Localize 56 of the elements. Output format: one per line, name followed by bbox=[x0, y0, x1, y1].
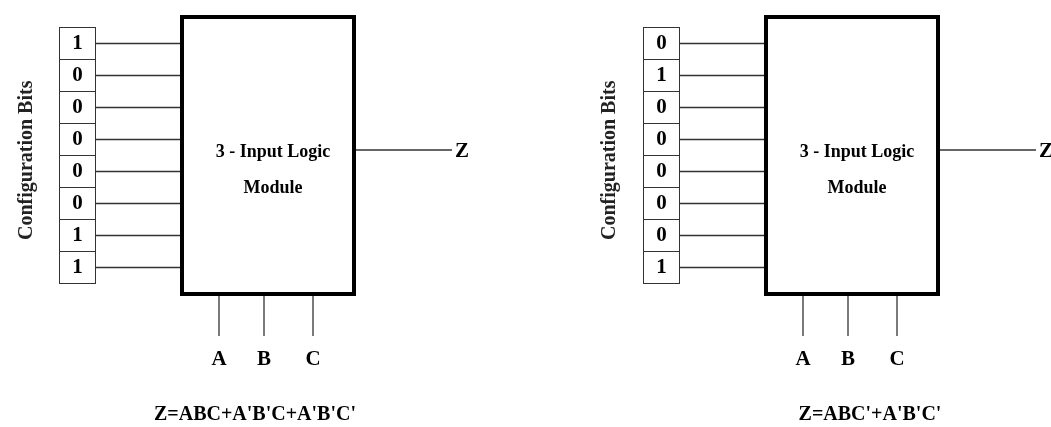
configuration-bit: 0 bbox=[643, 123, 680, 156]
connection-line bbox=[312, 295, 314, 337]
boolean-formula: Z=ABC+A'B'C+A'B'C' bbox=[153, 402, 357, 425]
connection-line bbox=[679, 42, 765, 45]
connection-line bbox=[263, 295, 265, 337]
configuration-bit: 1 bbox=[59, 27, 96, 60]
configuration-bit: 0 bbox=[59, 155, 96, 188]
configuration-bit: 1 bbox=[59, 251, 96, 284]
connection-line bbox=[939, 149, 1037, 151]
connection-line bbox=[679, 138, 765, 141]
logic-module-box bbox=[180, 15, 356, 296]
module-label: 3 - Input Logic Module bbox=[798, 140, 916, 199]
axis-title: Configuration Bits bbox=[14, 79, 37, 242]
signal-label: C bbox=[303, 346, 323, 370]
signal-label: A bbox=[209, 346, 229, 370]
signal-label: B bbox=[254, 346, 274, 370]
configuration-bit: 0 bbox=[59, 187, 96, 220]
connection-line bbox=[355, 149, 453, 151]
connection-line bbox=[679, 202, 765, 205]
signal-label: A bbox=[793, 346, 813, 370]
connection-line bbox=[896, 295, 898, 337]
configuration-bit: 1 bbox=[643, 251, 680, 284]
boolean-formula: Z=ABC'+A'B'C' bbox=[797, 402, 943, 425]
module-label: 3 - Input Logic Module bbox=[214, 140, 332, 199]
connection-line bbox=[679, 106, 765, 109]
configuration-bit: 0 bbox=[59, 123, 96, 156]
connection-line bbox=[95, 234, 181, 237]
connection-line bbox=[95, 266, 181, 269]
connection-line bbox=[95, 138, 181, 141]
signal-label: Z bbox=[452, 138, 472, 162]
signal-label: B bbox=[838, 346, 858, 370]
connection-line bbox=[95, 202, 181, 205]
configuration-bit: 0 bbox=[59, 91, 96, 124]
configuration-bit: 0 bbox=[643, 91, 680, 124]
connection-line bbox=[847, 295, 849, 337]
logic-module-box bbox=[764, 15, 940, 296]
configuration-bit: 0 bbox=[643, 155, 680, 188]
connection-line bbox=[679, 74, 765, 77]
configuration-bit: 1 bbox=[59, 219, 96, 252]
configuration-bit: 0 bbox=[643, 219, 680, 252]
connection-line bbox=[95, 106, 181, 109]
connection-line bbox=[95, 74, 181, 77]
signal-label: C bbox=[887, 346, 907, 370]
connection-line bbox=[679, 266, 765, 269]
configuration-bit: 0 bbox=[643, 187, 680, 220]
connection-line bbox=[95, 170, 181, 173]
connection-line bbox=[679, 170, 765, 173]
signal-label: Z bbox=[1036, 138, 1051, 162]
connection-line bbox=[802, 295, 804, 337]
configuration-bit: 0 bbox=[59, 59, 96, 92]
connection-line bbox=[679, 234, 765, 237]
configuration-bit: 0 bbox=[643, 27, 680, 60]
axis-title: Configuration Bits bbox=[597, 79, 620, 242]
configuration-bit: 1 bbox=[643, 59, 680, 92]
connection-line bbox=[218, 295, 220, 337]
connection-line bbox=[95, 42, 181, 45]
